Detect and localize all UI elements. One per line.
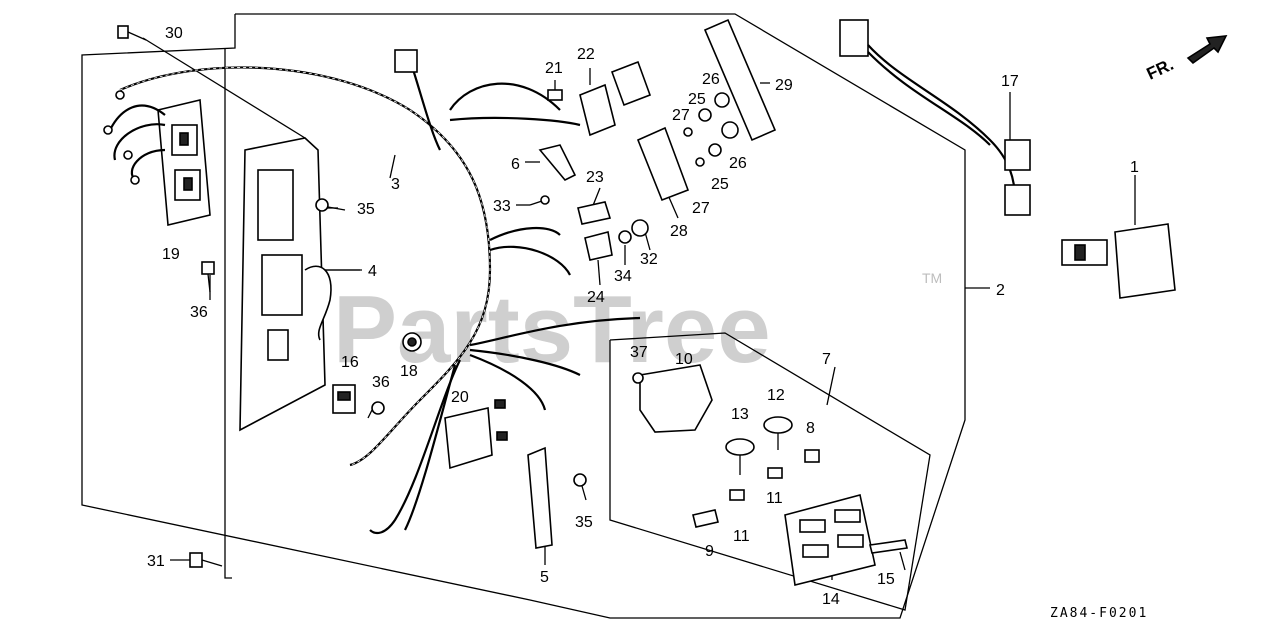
callout-18: 18 — [400, 363, 418, 380]
callout-14: 14 — [822, 591, 840, 608]
callout-10: 10 — [675, 351, 693, 368]
callout-35-lower: 35 — [575, 514, 593, 531]
clamp-32 — [631, 219, 649, 237]
callout-8: 8 — [806, 420, 815, 437]
washer-parts-25-27 — [683, 92, 739, 167]
diagram-code: ZA84-F0201 — [1050, 606, 1148, 621]
cover-10 — [639, 364, 713, 433]
knob-13 — [725, 438, 755, 475]
nut-8 — [804, 449, 820, 463]
panel-subassembly-outline — [609, 332, 931, 611]
callout-labels: 30 3 35 19 4 36 16 18 36 21 22 6 33 23 2… — [147, 25, 1139, 608]
callout-16: 16 — [341, 354, 359, 371]
sub-harness-17 — [839, 19, 1031, 216]
receptacle-19 — [103, 90, 211, 226]
bracket-5 — [527, 446, 553, 549]
wiring-harness-3 — [119, 59, 641, 535]
pad-top — [610, 60, 652, 107]
clip-9 — [692, 509, 719, 528]
bracket-29 — [703, 18, 777, 142]
grommet-18 — [402, 332, 422, 352]
connector-22 — [579, 83, 616, 137]
callout-26-upper: 26 — [702, 71, 720, 88]
callout-26-lower: 26 — [729, 155, 747, 172]
plate-11-lower — [729, 489, 745, 501]
switch-24 — [584, 231, 613, 261]
plate-11-upper — [767, 467, 783, 479]
callout-27-lower: 27 — [692, 200, 710, 217]
callout-15: 15 — [877, 571, 895, 588]
callout-7: 7 — [822, 351, 831, 368]
callout-24: 24 — [587, 289, 605, 306]
assembly-outline — [81, 13, 990, 619]
callout-13: 13 — [731, 406, 749, 423]
module-1 — [1061, 223, 1176, 299]
callout-34: 34 — [614, 268, 632, 285]
front-direction-marker: FR. — [1144, 35, 1228, 84]
callout-27-upper: 27 — [672, 107, 690, 124]
callout-17: 17 — [1001, 73, 1019, 90]
callout-32: 32 — [640, 251, 658, 268]
bolt-30 — [117, 25, 147, 41]
callout-5: 5 — [540, 569, 549, 586]
screw-35-lower — [573, 473, 587, 501]
callout-22: 22 — [577, 46, 595, 63]
screw-34 — [618, 230, 632, 244]
callout-1: 1 — [1130, 159, 1139, 176]
connector-top — [394, 49, 418, 73]
callout-2: 2 — [996, 282, 1005, 299]
callout-11-lower: 11 — [733, 528, 750, 545]
bracket-6 — [538, 144, 577, 181]
watermark-text: PartsTree — [333, 276, 771, 383]
callout-35-upper: 35 — [357, 201, 375, 218]
label-15 — [869, 539, 908, 554]
callout-11-upper: 11 — [766, 490, 783, 507]
callout-36-upper: 36 — [190, 304, 208, 321]
panel-14 — [784, 494, 876, 586]
screw-35-upper — [315, 198, 346, 212]
screw-37 — [632, 372, 644, 384]
watermark-trademark: TM — [922, 270, 942, 286]
callout-21: 21 — [545, 60, 563, 77]
callout-30: 30 — [165, 25, 183, 42]
callout-4: 4 — [368, 263, 377, 280]
screw-33 — [529, 195, 550, 206]
callout-12: 12 — [767, 387, 785, 404]
panel-bracket-4 — [239, 137, 332, 432]
callout-19: 19 — [162, 246, 180, 263]
callout-33: 33 — [493, 198, 511, 215]
callout-28: 28 — [670, 223, 688, 240]
callout-25-upper: 25 — [688, 91, 706, 108]
knob-12 — [763, 416, 793, 450]
callout-37: 37 — [630, 344, 648, 361]
callout-31: 31 — [147, 553, 165, 570]
relay-16 — [332, 384, 356, 414]
module-20 — [444, 399, 508, 470]
callout-36-lower: 36 — [372, 374, 390, 391]
switch-23 — [577, 201, 612, 225]
callout-6: 6 — [511, 156, 520, 173]
callout-23: 23 — [586, 169, 604, 186]
callout-9: 9 — [705, 543, 714, 560]
screw-36-lower — [367, 401, 385, 419]
callout-25-lower: 25 — [711, 176, 729, 193]
bracket-28 — [636, 126, 690, 202]
bolt-31 — [189, 552, 223, 568]
screw-36-upper — [201, 261, 215, 293]
callout-20: 20 — [451, 389, 469, 406]
front-label: FR. — [1144, 55, 1177, 84]
callout-3: 3 — [391, 176, 400, 193]
callout-29: 29 — [775, 77, 793, 94]
clip-21 — [547, 89, 563, 101]
